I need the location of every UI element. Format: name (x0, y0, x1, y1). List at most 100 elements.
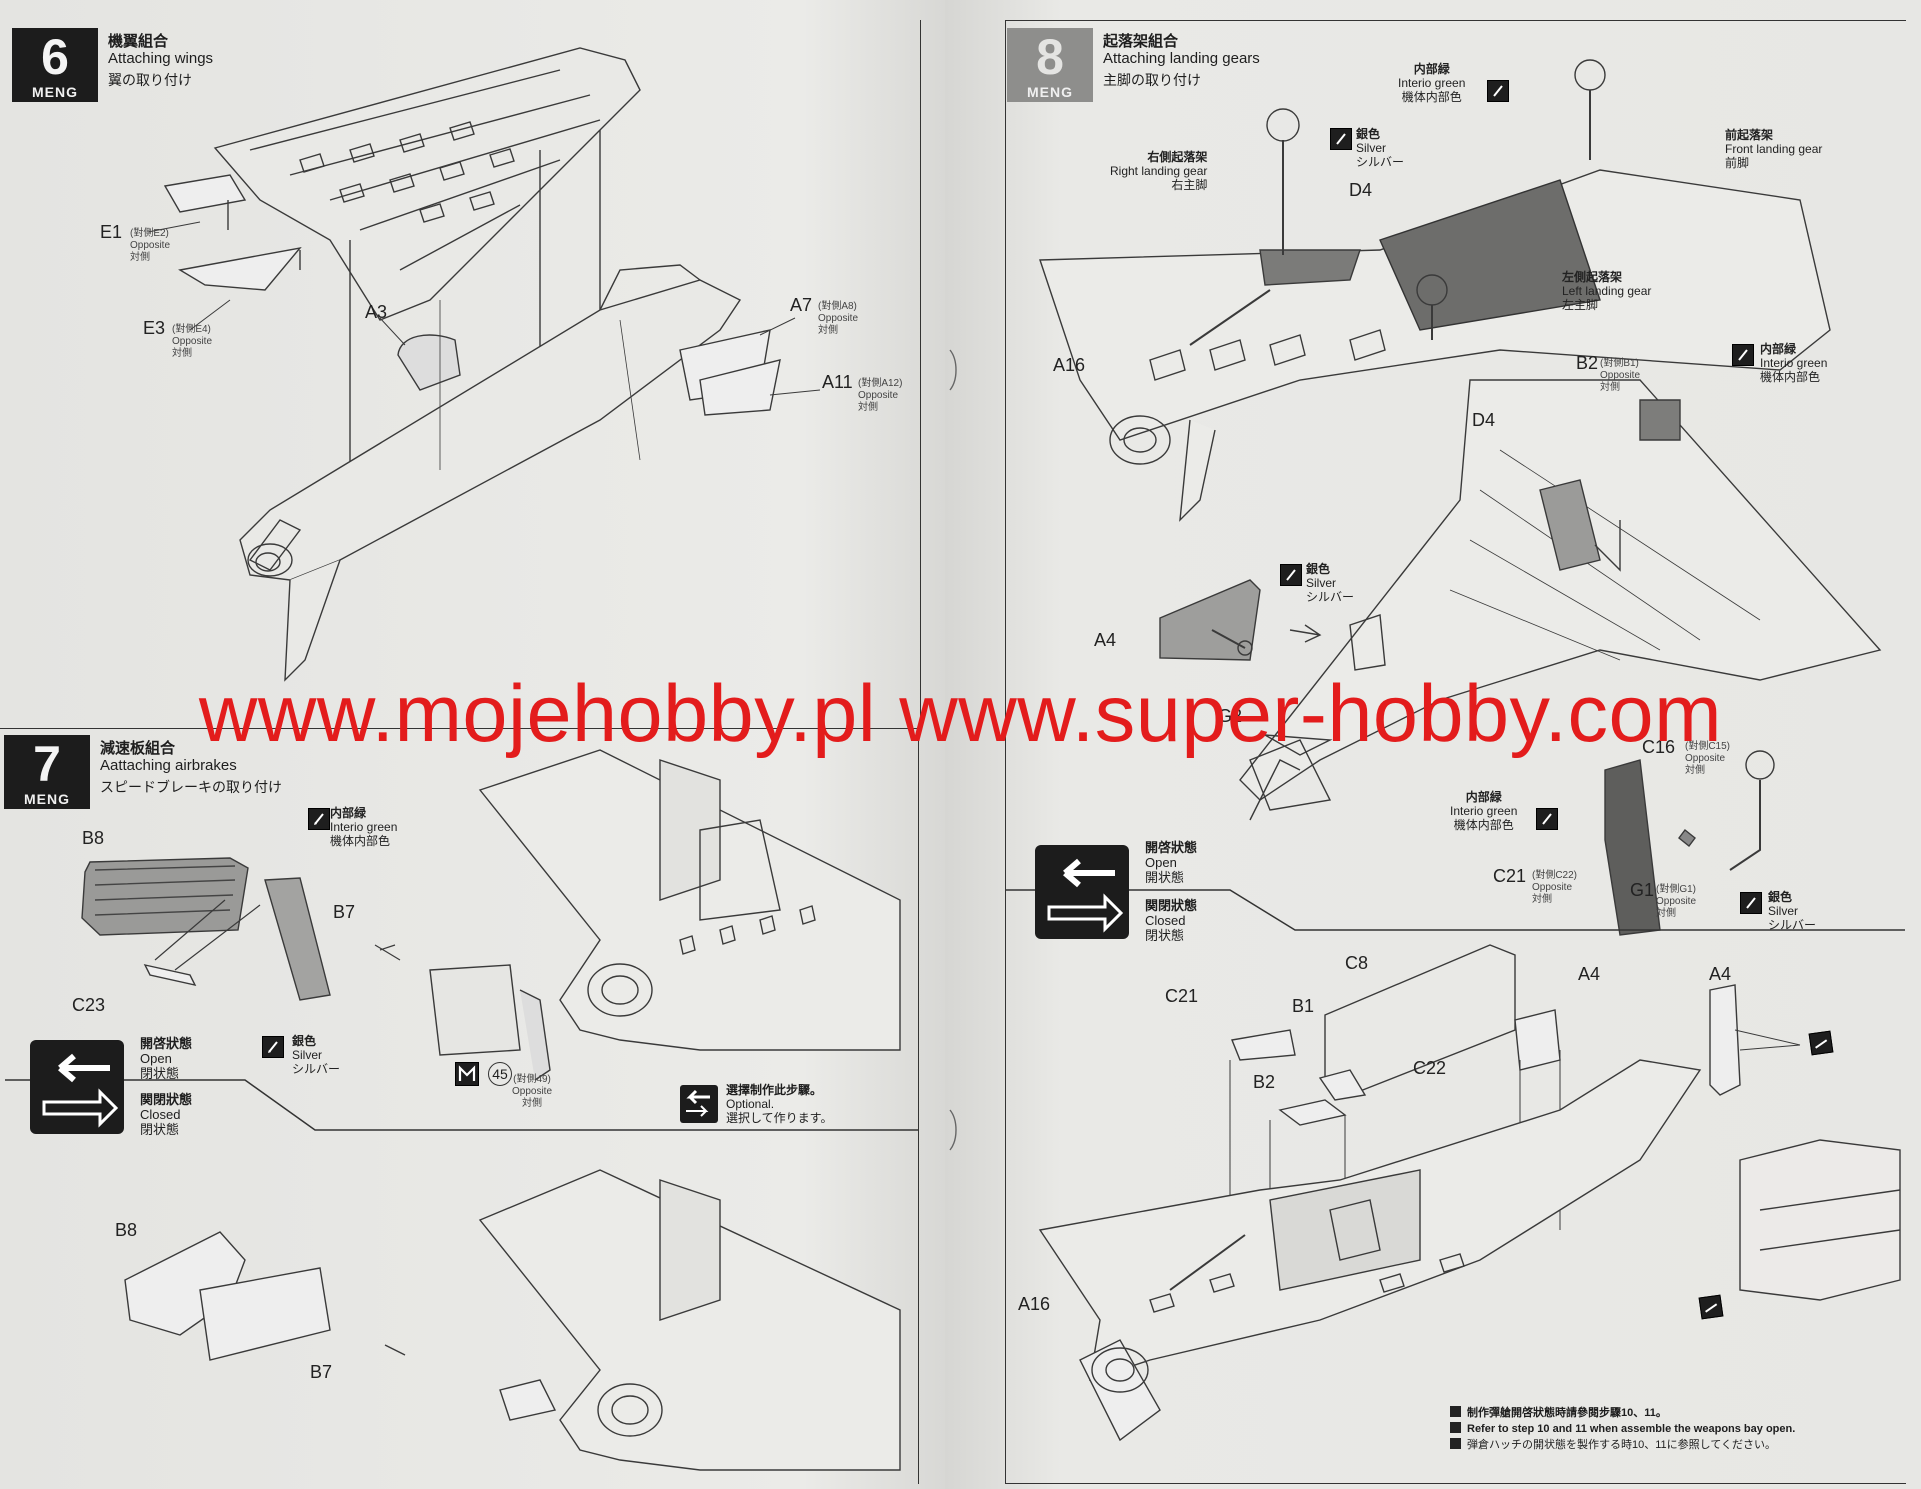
interior-en: Interio green (330, 820, 398, 834)
part-g1-label: G1 (1630, 880, 1655, 900)
a11-opp-code: (對側A12) (858, 378, 903, 389)
optional-step-label: 選擇制作此步驟。Optional.選択して作ります。 (726, 1083, 832, 1125)
open-closed-state-icon (30, 1040, 124, 1134)
b2-opp-jp: 対側 (1600, 382, 1620, 393)
optional-cn: 選擇制作此步驟。 (726, 1083, 823, 1097)
step8-interior-green-icon-2 (1732, 344, 1754, 366)
c21-opp-en: Opposite (1532, 882, 1573, 893)
e3-opp-jp: 対側 (172, 348, 192, 359)
right-gear-en: Right landing gear (1110, 164, 1208, 178)
part-b7-label: B7 (333, 902, 356, 922)
closed-en: Closed (140, 1107, 181, 1122)
part-g2-label: G2 (1218, 706, 1243, 726)
s8-open-cn: 開啓狀態 (1145, 840, 1198, 855)
step8-silver-icon-1 (1330, 128, 1352, 150)
e1-opp-code: (對側E2) (130, 228, 169, 239)
s8-interior2-cn: 内部緑 (1760, 342, 1797, 356)
right-gear-jp: 右主脚 (1171, 178, 1208, 192)
front-gear-jp: 前脚 (1725, 156, 1750, 170)
step7-number: 7 (4, 735, 90, 809)
part-c21-label: C21 (1493, 866, 1527, 886)
a7-opp-jp: 対側 (818, 325, 838, 336)
s8-interior-jp: 機体内部色 (1401, 90, 1462, 104)
part-b7-closed-label: B7 (310, 1362, 333, 1382)
decal-opp-en: Opposite (512, 1086, 553, 1097)
front-gear-en: Front landing gear (1725, 142, 1823, 156)
step8-silver-icon-2 (1280, 564, 1302, 586)
note-cn: 制作彈艙開啓狀態時請參閱步驟10、11。 (1467, 1407, 1667, 1419)
s8-silver2-en: Silver (1306, 576, 1337, 590)
g1-opp-code: (對側G1) (1656, 884, 1696, 895)
optional-step-icon (680, 1085, 718, 1123)
part-a11-label: A11 (822, 372, 853, 392)
s8-interior3-en: Interio green (1450, 804, 1518, 818)
b2-opp-en: Opposite (1600, 370, 1641, 381)
s8-open-jp: 開状態 (1145, 870, 1185, 885)
silver-en: Silver (292, 1048, 323, 1062)
part-c8-label: C8 (1345, 953, 1369, 973)
open-cn: 開啓狀態 (140, 1036, 193, 1051)
e1-opp-en: Opposite (130, 240, 171, 251)
part-b2-label: B2 (1576, 353, 1599, 373)
s8-interior3-cn: 内部緑 (1465, 790, 1502, 804)
step7-top-drawing (81, 749, 901, 1081)
e3-opp-en: Opposite (172, 336, 213, 347)
watermark-text: www.mojehobby.pl www.super-hobby.com (198, 669, 1723, 759)
silver-jp: シルバー (292, 1062, 341, 1076)
s8-closed-cn: 関閉狀態 (1145, 898, 1198, 913)
closed-cn: 関閉狀態 (140, 1092, 193, 1107)
s8-silver1-jp: シルバー (1356, 155, 1405, 169)
step7-brand: MENG (24, 791, 70, 807)
c16-opp-jp: 対側 (1685, 765, 1705, 776)
decal-number: 45 (492, 1066, 508, 1082)
closed-jp: 閉状態 (140, 1122, 180, 1137)
part-b8-label: B8 (82, 828, 105, 848)
step8-title-en: Attaching landing gears (1103, 50, 1260, 67)
s8-silver1-en: Silver (1356, 141, 1387, 155)
part-e3-label: E3 (143, 318, 166, 338)
part-c22-label: C22 (1413, 1058, 1447, 1078)
step8-open-closed-state-icon (1035, 845, 1129, 939)
part-b1-label: B1 (1292, 996, 1315, 1016)
s8-closed-en: Closed (1145, 913, 1186, 928)
s8-silver1-cn: 銀色 (1356, 127, 1381, 141)
c16-opp-en: Opposite (1685, 753, 1726, 764)
step6-number: 6 (12, 28, 98, 102)
step8-silver-icon-3 (1740, 892, 1762, 914)
step8-number: 8 (1007, 28, 1093, 102)
s8-interior3-jp: 機体内部色 (1453, 818, 1514, 832)
open-en: Open (140, 1051, 172, 1066)
step8-detail-paint-icon-2 (1698, 1294, 1724, 1320)
step6-title-cn: 機翼組合 (108, 33, 169, 50)
decal-opp-code: (對側49) (513, 1074, 551, 1085)
step6-title-jp: 翼の取り付け (108, 72, 192, 88)
left-gear-en: Left landing gear (1562, 284, 1652, 298)
a7-opp-code: (對側A8) (818, 301, 857, 312)
a7-opp-en: Opposite (818, 313, 859, 324)
step8-interior-green-icon-3 (1536, 808, 1558, 830)
paint-interior-green-icon (308, 808, 330, 830)
s8-interior-en: Interio green (1398, 76, 1466, 90)
s8-open-en: Open (1145, 855, 1177, 870)
step8-brand: MENG (1027, 84, 1073, 100)
part-e1-label: E1 (100, 222, 123, 242)
g1-opp-en: Opposite (1656, 896, 1697, 907)
step8-title-cn: 起落架組合 (1103, 33, 1179, 50)
decal-opp-jp: 対側 (522, 1098, 543, 1109)
note-en-line: Refer to step 10 and 11 when assemble th… (1450, 1421, 1795, 1437)
note-jp: 弾倉ハッチの開状態を製作する時10、11に参照してください。 (1467, 1439, 1776, 1451)
a11-opp-en: Opposite (858, 390, 899, 401)
